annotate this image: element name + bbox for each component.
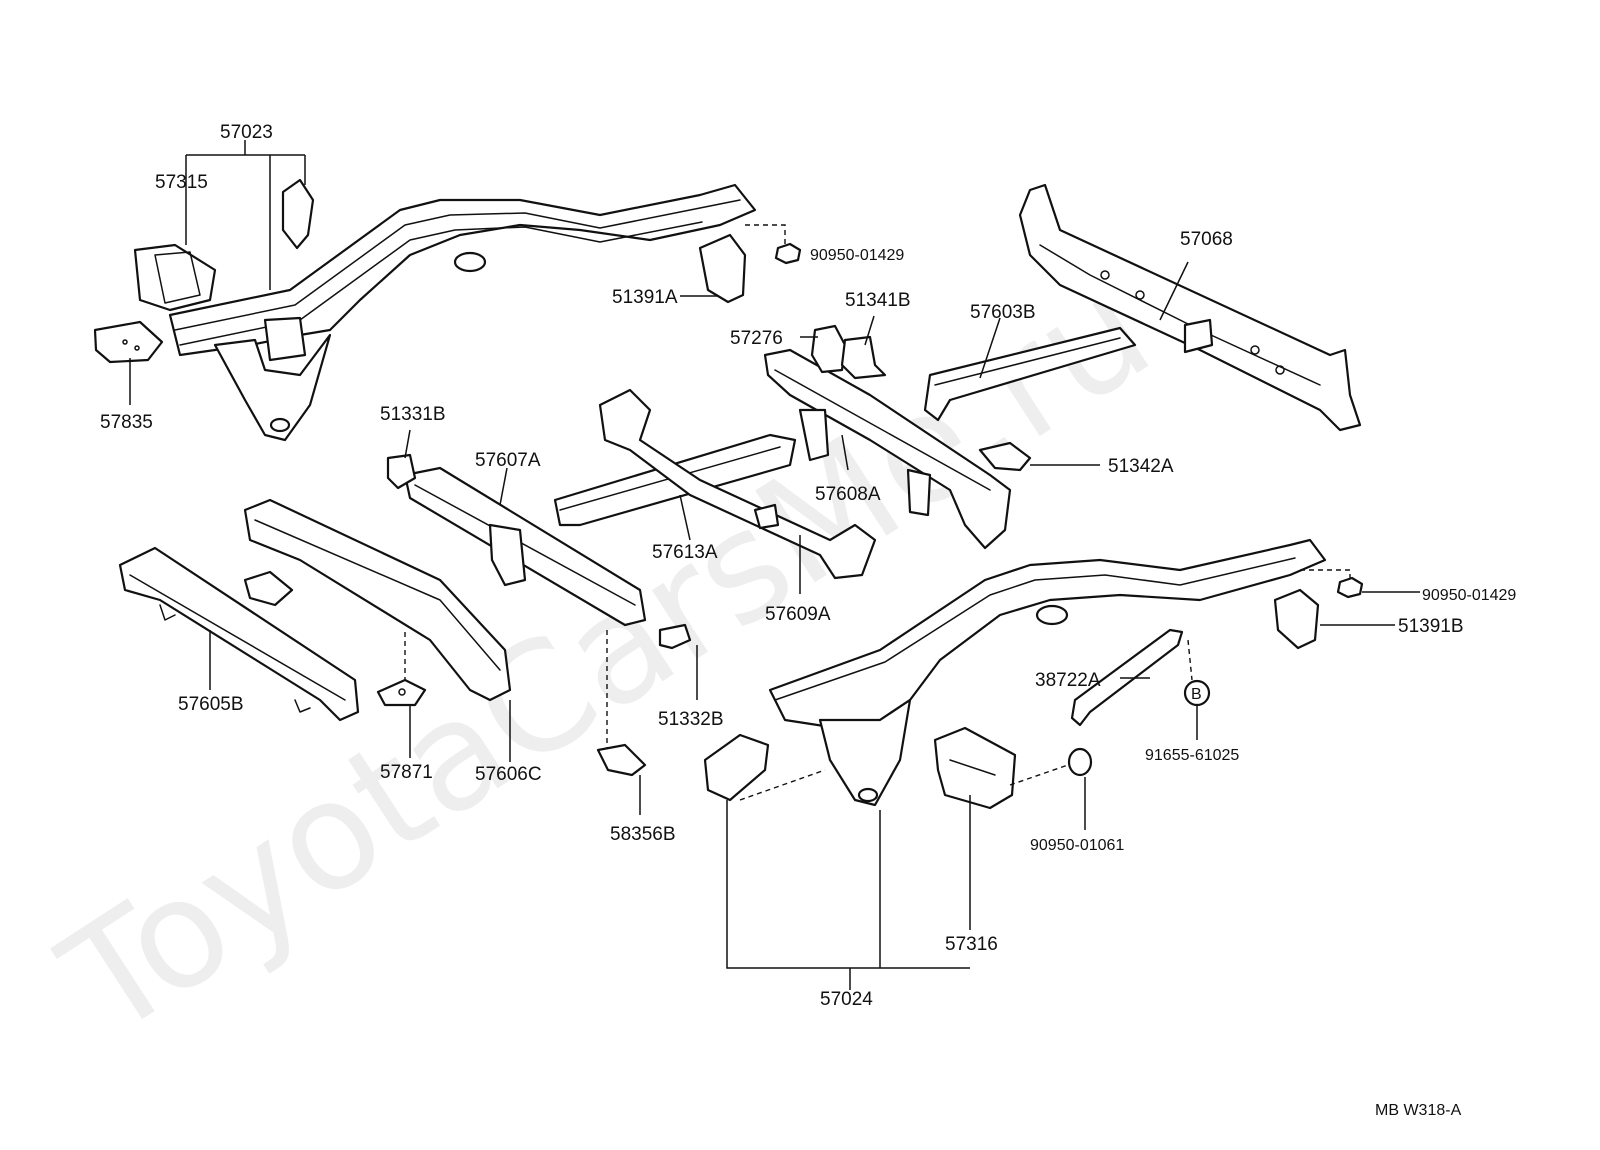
bracket-51391B xyxy=(1273,588,1320,650)
label-90950-01429-top: 90950-01429 xyxy=(810,247,904,264)
label-57315: 57315 xyxy=(155,172,208,193)
rail-57607A xyxy=(403,466,647,627)
label-57613A: 57613A xyxy=(652,542,718,563)
crossmember-57609A xyxy=(598,388,877,580)
rail-57605B xyxy=(118,546,360,722)
bracket-51332B xyxy=(658,623,692,650)
callout-symbol: B xyxy=(1191,686,1202,703)
leader-lines xyxy=(129,140,1420,990)
rail-57606C xyxy=(243,498,512,702)
nut-90950-01061 xyxy=(1009,747,1093,786)
reference-code: MB W318-A xyxy=(1375,1102,1462,1119)
pad-57871 xyxy=(376,632,427,707)
side-rail-57024 xyxy=(768,538,1327,807)
label-57024: 57024 xyxy=(820,989,873,1010)
label-57607A: 57607A xyxy=(475,450,541,471)
label-51331B: 51331B xyxy=(380,404,446,425)
side-rail-57023 xyxy=(168,183,757,442)
gusset-57023-top xyxy=(281,178,315,250)
label-57609A: 57609A xyxy=(765,604,831,625)
label-51332B: 51332B xyxy=(658,709,724,730)
label-57835: 57835 xyxy=(100,412,153,433)
bracket-57316 xyxy=(933,726,1017,810)
label-58356B: 58356B xyxy=(610,824,676,845)
plate-57835 xyxy=(93,320,164,364)
label-57606C: 57606C xyxy=(475,764,542,785)
gusset-57024-left xyxy=(703,733,826,802)
label-38722A: 38722A xyxy=(1035,670,1101,691)
bracket-51341B xyxy=(840,335,887,380)
bolt-91655-61025: B xyxy=(1183,639,1211,707)
bracket-51331B xyxy=(386,453,417,490)
part-labels: 57023 57315 57835 90950-01429 51391A 570… xyxy=(100,122,1516,1010)
bracket-58356B xyxy=(596,630,647,777)
label-57276: 57276 xyxy=(730,328,783,349)
bracket-51342A xyxy=(978,441,1032,472)
label-57316: 57316 xyxy=(945,934,998,955)
bracket-57315 xyxy=(133,243,217,312)
bracket-57276 xyxy=(810,324,847,374)
label-90950-01429-lower: 90950-01429 xyxy=(1422,587,1516,604)
label-57608A: 57608A xyxy=(815,484,881,505)
label-51391A: 51391A xyxy=(612,287,678,308)
label-57603B: 57603B xyxy=(970,302,1036,323)
label-51342A: 51342A xyxy=(1108,456,1174,477)
rail-57603B xyxy=(923,326,1137,422)
label-57605B: 57605B xyxy=(178,694,244,715)
crossmember-57068 xyxy=(1018,183,1362,432)
label-51341B: 51341B xyxy=(845,290,911,311)
label-57023: 57023 xyxy=(220,122,273,143)
crossmember-57608A xyxy=(763,348,1012,550)
label-51391B: 51391B xyxy=(1398,616,1464,637)
label-57068: 57068 xyxy=(1180,229,1233,250)
label-57871: 57871 xyxy=(380,762,433,783)
label-90950-01061: 90950-01061 xyxy=(1030,837,1124,854)
nut-90950-01429-lower xyxy=(1300,569,1364,599)
nut-90950-01429-top xyxy=(745,224,802,265)
label-91655-61025: 91655-61025 xyxy=(1145,747,1239,764)
bracket-51391A xyxy=(698,233,747,304)
